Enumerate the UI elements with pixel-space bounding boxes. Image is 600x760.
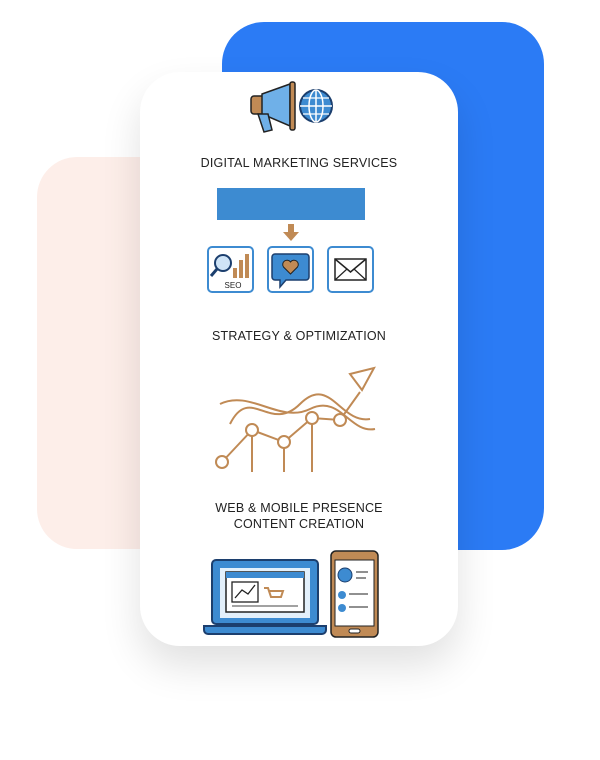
email-icon: [327, 246, 374, 293]
services-banner: [217, 188, 365, 220]
megaphone-globe-icon: [250, 81, 333, 133]
infographic-card: DIGITAL MARKETING SERVICES SEO STRATEGY …: [140, 72, 458, 646]
social-heart-icon: [267, 246, 314, 293]
web-title-line1: WEB & MOBILE PRESENCE: [215, 501, 383, 515]
strategy-title: STRATEGY & OPTIMIZATION: [211, 329, 387, 343]
web-title-line2: CONTENT CREATION: [233, 517, 365, 531]
laptop-icon: [203, 559, 327, 635]
seo-label: SEO: [225, 281, 242, 290]
seo-icon: SEO: [207, 246, 254, 293]
growth-chart-icon: [215, 366, 376, 472]
arrow-down-icon: [283, 224, 299, 241]
mobile-phone-icon: [330, 550, 379, 638]
services-title: DIGITAL MARKETING SERVICES: [200, 156, 398, 170]
